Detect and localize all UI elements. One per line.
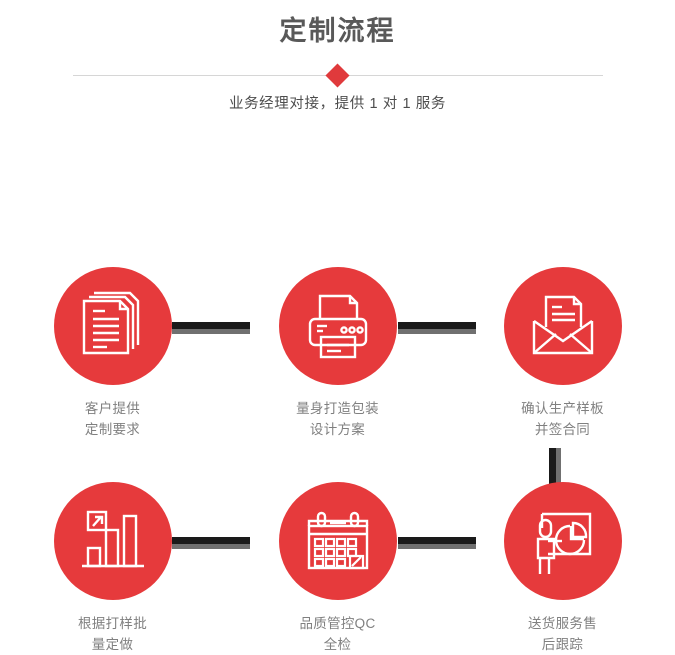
connector-step5-step6	[398, 537, 476, 549]
connector-step1-step2	[172, 322, 250, 334]
caption-line: 根据打样批	[78, 616, 147, 631]
bar-chart-growth-icon	[76, 504, 150, 578]
flow-step-5[interactable]: 品质管控QC 全检	[225, 482, 450, 655]
calendar-check-icon	[301, 504, 375, 578]
step-2-caption: 量身打造包装 设计方案	[225, 398, 450, 440]
page-subtitle: 业务经理对接，提供 1 对 1 服务	[228, 96, 447, 112]
flow-step-4[interactable]: 根据打样批 量定做	[0, 482, 225, 655]
caption-line: 并签合同	[534, 422, 591, 437]
step-5-caption: 品质管控QC 全检	[225, 613, 450, 655]
step-2-circle[interactable]	[278, 267, 397, 385]
flow-step-3[interactable]: 确认生产样板 并签合同	[450, 267, 675, 440]
caption-line: 定制要求	[84, 422, 141, 437]
caption-line: 设计方案	[309, 422, 366, 437]
connector-step4-step5	[172, 537, 250, 549]
connector-step2-step3	[398, 322, 476, 334]
title-divider	[72, 63, 603, 88]
process-flow: 客户提供 定制要求	[0, 115, 675, 652]
page-header: 定制流程 业务经理对接，提供 1 对 1 服务	[0, 0, 675, 115]
flow-step-1[interactable]: 客户提供 定制要求	[0, 267, 225, 440]
step-6-caption: 送货服务售 后跟踪	[450, 613, 675, 655]
step-5-circle[interactable]	[278, 482, 397, 600]
page-title: 定制流程	[279, 16, 396, 46]
step-3-caption: 确认生产样板 并签合同	[450, 398, 675, 440]
presenter-pie-chart-icon	[526, 504, 600, 578]
caption-line: 送货服务售	[528, 616, 597, 631]
caption-line: 品质管控QC	[299, 616, 376, 631]
step-4-caption: 根据打样批 量定做	[0, 613, 225, 655]
printer-icon	[301, 289, 375, 363]
step-4-circle[interactable]	[53, 482, 172, 600]
step-1-caption: 客户提供 定制要求	[0, 398, 225, 440]
flow-step-6[interactable]: 送货服务售 后跟踪	[450, 482, 675, 655]
step-1-circle[interactable]	[53, 267, 172, 385]
caption-line: 量身打造包装	[296, 401, 379, 416]
caption-line: 客户提供	[84, 401, 141, 416]
step-6-circle[interactable]	[503, 482, 622, 600]
caption-line: 量定做	[91, 637, 134, 652]
documents-stack-icon	[76, 289, 150, 363]
envelope-document-icon	[526, 289, 600, 363]
caption-line: 确认生产样板	[521, 401, 604, 416]
connector-step3-step6	[549, 448, 561, 488]
step-3-circle[interactable]	[503, 267, 622, 385]
caption-line: 后跟踪	[541, 637, 584, 652]
caption-line: 全检	[323, 637, 352, 652]
diamond-icon	[324, 63, 350, 88]
flow-step-2[interactable]: 量身打造包装 设计方案	[225, 267, 450, 440]
